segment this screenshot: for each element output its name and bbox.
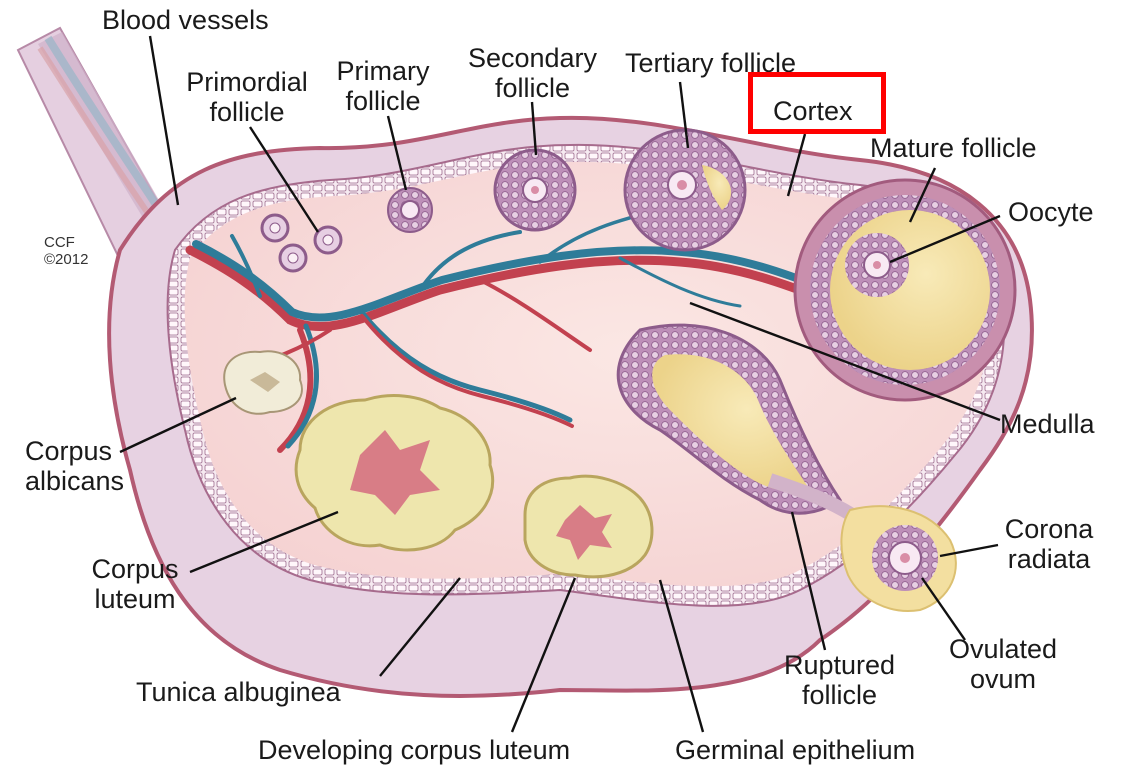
label-corpus-luteum-line-2: luteum <box>80 584 190 614</box>
credit-line-1: CCF <box>44 234 88 251</box>
label-corpus-luteum: Corpus luteum <box>80 554 190 614</box>
label-corpus-albicans-line-1: Corpus <box>25 436 124 466</box>
label-corona-radiata: Corona radiata <box>993 514 1105 574</box>
label-primary-follicle-line-2: follicle <box>322 86 444 116</box>
mature-follicle <box>795 180 1015 400</box>
label-corona-radiata-line-1: Corona <box>993 514 1105 544</box>
label-secondary-follicle-line-2: follicle <box>450 73 615 103</box>
secondary-follicle <box>495 150 575 230</box>
label-mature-follicle: Mature follicle <box>870 133 1037 163</box>
label-blood-vessels: Blood vessels <box>102 5 269 35</box>
label-ruptured-follicle-line-2: follicle <box>772 680 907 710</box>
developing-corpus-luteum <box>525 476 652 577</box>
label-ruptured-follicle: Ruptured follicle <box>772 650 907 710</box>
corpus-luteum <box>296 396 493 550</box>
label-oocyte: Oocyte <box>1008 197 1094 227</box>
label-medulla: Medulla <box>1000 409 1095 439</box>
label-developing-corpus-luteum: Developing corpus luteum <box>258 735 570 765</box>
label-primordial-follicle-line-2: follicle <box>172 97 322 127</box>
label-secondary-follicle-line-1: Secondary <box>450 43 615 73</box>
label-corona-radiata-line-2: radiata <box>993 544 1105 574</box>
label-corpus-albicans-line-2: albicans <box>25 466 124 496</box>
label-ruptured-follicle-line-1: Ruptured <box>772 650 907 680</box>
label-cortex: Cortex <box>773 96 853 126</box>
label-ovulated-ovum: Ovulated ovum <box>938 634 1068 694</box>
corpus-albicans <box>224 351 302 413</box>
label-ovulated-ovum-line-2: ovum <box>938 664 1068 694</box>
label-primary-follicle: Primary follicle <box>322 56 444 116</box>
label-secondary-follicle: Secondary follicle <box>450 43 615 103</box>
label-primordial-follicle: Primordial follicle <box>172 67 322 127</box>
label-primary-follicle-line-1: Primary <box>322 56 444 86</box>
credit-line-2: ©2012 <box>44 251 88 268</box>
label-corpus-luteum-line-1: Corpus <box>80 554 190 584</box>
label-tunica-albuginea: Tunica albuginea <box>136 677 341 707</box>
label-primordial-follicle-line-1: Primordial <box>172 67 322 97</box>
copyright-credit: CCF ©2012 <box>44 234 88 268</box>
primary-follicle <box>388 188 432 232</box>
tertiary-follicle <box>625 130 745 250</box>
label-germinal-epithelium: Germinal epithelium <box>675 735 915 765</box>
label-corpus-albicans: Corpus albicans <box>25 436 124 496</box>
label-ovulated-ovum-line-1: Ovulated <box>938 634 1068 664</box>
